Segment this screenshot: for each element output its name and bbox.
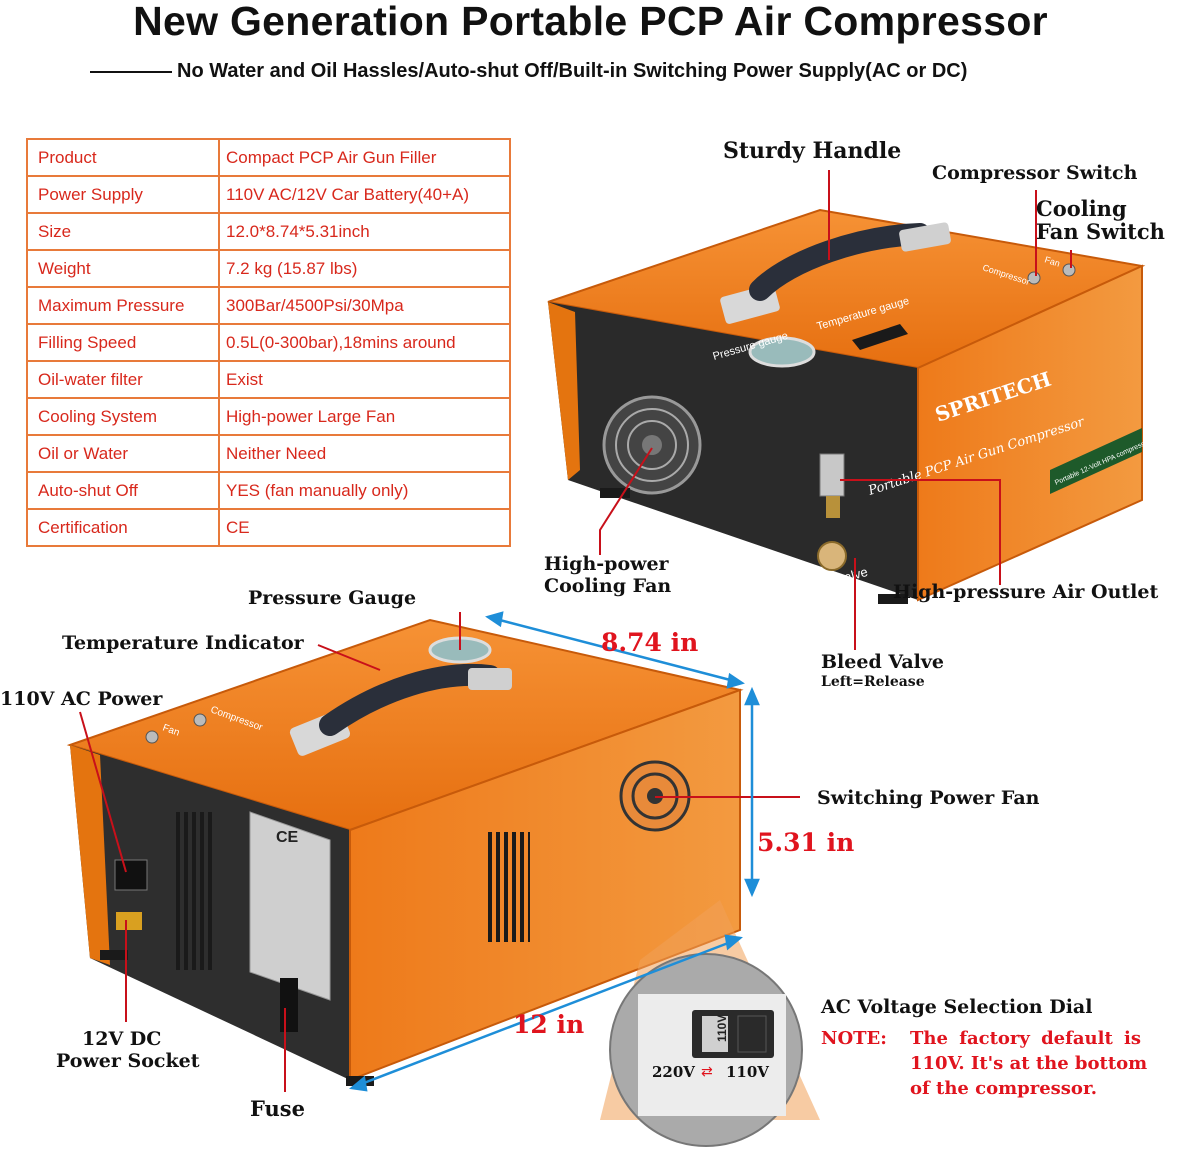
dimension-width: 8.74 in	[601, 628, 699, 657]
label-bleed-valve-note: Left=Release	[821, 674, 925, 690]
label-ac-power: 110V AC Power	[0, 688, 163, 710]
spec-value: Neither Need	[218, 434, 511, 473]
spec-value: 0.5L(0-300bar),18mins around	[218, 323, 511, 362]
spec-value: 12.0*8.74*5.31inch	[218, 212, 511, 251]
page-title: New Generation Portable PCP Air Compress…	[133, 0, 1048, 44]
dimension-height: 5.31 in	[757, 828, 855, 857]
spec-key: Oil or Water	[26, 434, 220, 473]
label-dc-socket-1: 12V DC	[82, 1028, 162, 1050]
label-compressor-switch: Compressor Switch	[932, 162, 1138, 184]
note-prefix: NOTE:	[821, 1028, 887, 1049]
spec-key: Size	[26, 212, 220, 251]
label-cooling-fan-2: Cooling Fan	[544, 575, 672, 597]
spec-key: Power Supply	[26, 175, 220, 214]
label-cooling-fan-switch-1: Cooling	[1036, 196, 1127, 221]
compressor-top-view: SPRITECH Portable PCP Air Gun Compressor…	[547, 208, 1152, 604]
label-temperature-indicator: Temperature Indicator	[62, 632, 304, 654]
spec-value: 300Bar/4500Psi/30Mpa	[218, 286, 511, 325]
spec-value: YES (fan manually only)	[218, 471, 511, 510]
device-ce-text: CE	[276, 829, 299, 846]
spec-key: Certification	[26, 508, 220, 547]
spec-value: 7.2 kg (15.87 lbs)	[218, 249, 511, 288]
label-dc-socket-2: Power Socket	[56, 1050, 200, 1072]
subtitle-rule	[90, 71, 172, 73]
dimension-arrows	[349, 611, 760, 1092]
label-air-outlet: High-pressure Air Outlet	[893, 581, 1159, 603]
spec-value: High-power Large Fan	[218, 397, 511, 436]
spec-value: Exist	[218, 360, 511, 399]
spec-key: Oil-water filter	[26, 360, 220, 399]
spec-value: 110V AC/12V Car Battery(40+A)	[218, 175, 511, 214]
voltage-arrow-icon: ⇄	[701, 1064, 713, 1080]
spec-key: Weight	[26, 249, 220, 288]
spec-value: CE	[218, 508, 511, 547]
label-fuse: Fuse	[250, 1096, 305, 1121]
note-line-2: 110V. It's at the bottom	[910, 1053, 1148, 1074]
label-cooling-fan-switch-2: Fan Switch	[1036, 219, 1165, 244]
spec-key: Maximum Pressure	[26, 286, 220, 325]
page-subtitle: No Water and Oil Hassles/Auto-shut Off/B…	[177, 60, 968, 82]
voltage-dial-inset: 110V 220V ⇄ 110V	[609, 953, 803, 1147]
spec-key: Filling Speed	[26, 323, 220, 362]
spec-key: Product	[26, 138, 220, 177]
voltage-110-text: 110V	[726, 1063, 769, 1081]
dial-110v-text: 110V	[715, 1015, 729, 1042]
label-pressure-gauge: Pressure Gauge	[248, 587, 417, 609]
note-line-1: The factory default is	[910, 1028, 1142, 1049]
device-fan-panel-text: Fan	[1043, 254, 1061, 268]
pointer-lines	[79, 170, 1072, 1092]
label-bleed-valve: Bleed Valve	[821, 651, 945, 673]
label-switching-fan: Switching Power Fan	[817, 787, 1040, 809]
voltage-220-text: 220V	[652, 1063, 695, 1081]
spec-value: Compact PCP Air Gun Filler	[218, 138, 511, 177]
label-sturdy-handle: Sturdy Handle	[723, 138, 902, 164]
label-cooling-fan-1: High-power	[544, 553, 669, 575]
spec-key: Auto-shut Off	[26, 471, 220, 510]
label-ac-dial: AC Voltage Selection Dial	[821, 996, 1093, 1018]
note-line-3: of the compressor.	[910, 1078, 1098, 1099]
compressor-rear-view: CE Compressor Fan	[66, 618, 744, 1086]
spec-key: Cooling System	[26, 397, 220, 436]
dimension-length: 12 in	[513, 1010, 585, 1039]
